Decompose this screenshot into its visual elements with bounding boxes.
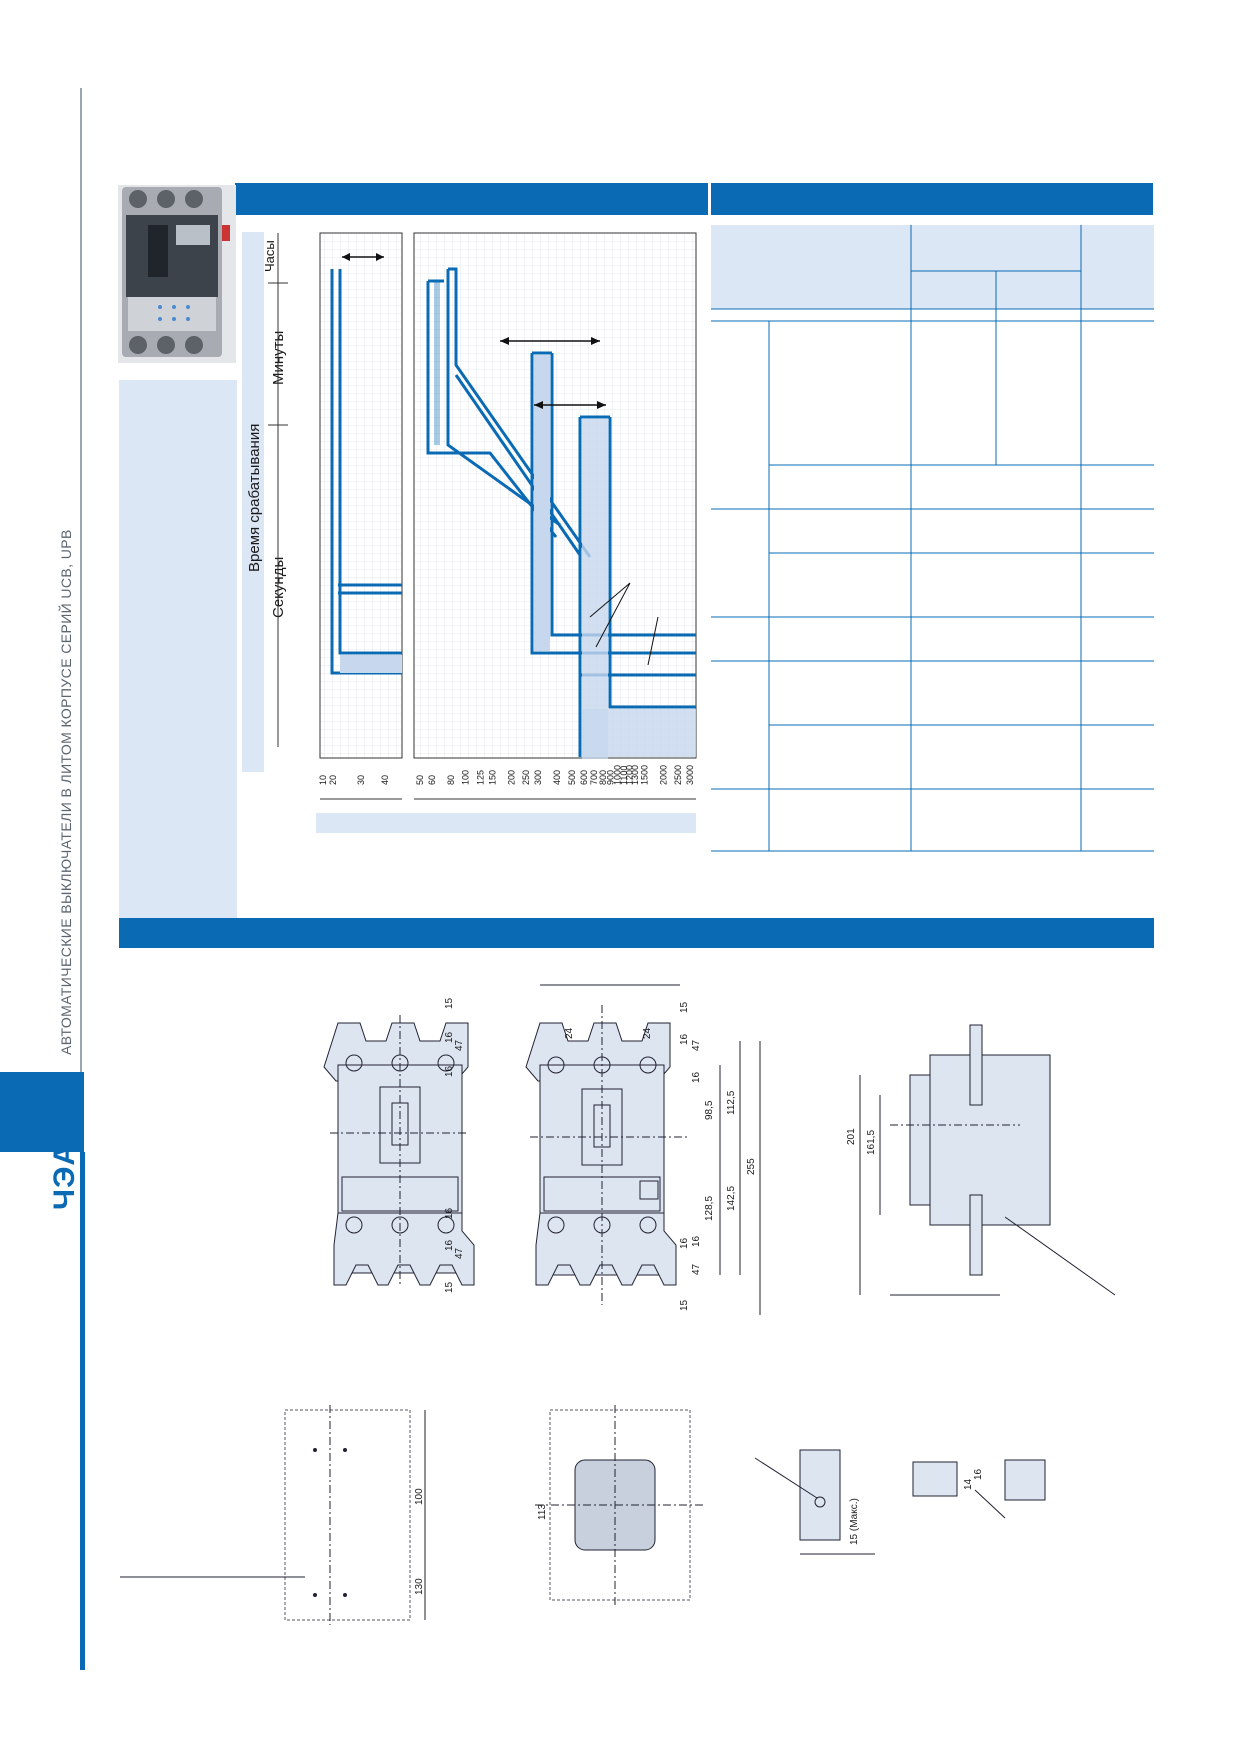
left-margin-rule bbox=[80, 88, 82, 1668]
header-bar-left bbox=[235, 183, 708, 215]
dim-label: 15 bbox=[444, 997, 455, 1009]
dim-label: 15 (Макс.) bbox=[849, 1498, 860, 1545]
drawing-cutout-b: 113 bbox=[535, 1405, 705, 1605]
drawing-front-right: 15 16 47 24 24 16 98,5 112,5 255 128,5 1… bbox=[525, 984, 761, 1315]
dim-label: 24 bbox=[564, 1027, 575, 1039]
x-tick-label: 2500 bbox=[673, 765, 683, 785]
x-tick-label: 1100 bbox=[619, 766, 629, 785]
dim-label: 130 bbox=[414, 1578, 425, 1595]
dim-label: 47 bbox=[691, 1263, 702, 1275]
dim-label: 112,5 bbox=[726, 1090, 737, 1115]
header-bar-right bbox=[711, 183, 1153, 215]
dim-label: 201 bbox=[846, 1128, 857, 1145]
x-tick-label: 80 bbox=[446, 775, 456, 785]
dim-label: 16 bbox=[691, 1235, 702, 1247]
x-tick-label: 500 bbox=[567, 770, 577, 785]
dim-label: 15 bbox=[679, 1001, 690, 1013]
x-tick-label: 50 bbox=[415, 775, 425, 785]
dim-label: 16 bbox=[679, 1033, 690, 1045]
x-tick-label: 150 bbox=[487, 770, 497, 785]
x-tick-label: 40 bbox=[380, 775, 390, 785]
dim-label: 47 bbox=[454, 1039, 465, 1051]
breaker-photo bbox=[118, 185, 236, 363]
dim-label: 16 bbox=[679, 1237, 690, 1249]
x-tick-label: 1200 bbox=[625, 765, 635, 785]
x-tick-label: 1300 bbox=[630, 765, 640, 785]
x-tick-label: 200 bbox=[506, 770, 516, 785]
dim-label: 16 bbox=[691, 1071, 702, 1083]
x-tick-label: 100 bbox=[461, 770, 471, 785]
x-tick-label: 20 bbox=[328, 775, 338, 785]
x-tick-label: 1500 bbox=[639, 765, 649, 785]
x-tick-label: 10 bbox=[318, 775, 328, 785]
section-bar bbox=[119, 918, 1154, 948]
side-panel bbox=[119, 380, 237, 918]
x-tick-label: 700 bbox=[589, 770, 599, 785]
logo-band bbox=[0, 1072, 84, 1152]
x-tick-label: 30 bbox=[356, 775, 366, 785]
x-axis-label-bar bbox=[316, 813, 696, 833]
dim-label: 47 bbox=[691, 1039, 702, 1051]
x-tick-label: 60 bbox=[427, 775, 437, 785]
spec-table bbox=[711, 225, 1154, 852]
grid-right bbox=[413, 232, 697, 759]
logo-underline bbox=[80, 1152, 85, 1670]
x-tick-label: 800 bbox=[598, 770, 608, 785]
dim-label: 24 bbox=[642, 1027, 653, 1039]
x-tick-label: 300 bbox=[533, 770, 543, 785]
x-tick-label: 125 bbox=[475, 770, 485, 785]
dim-label: 255 bbox=[746, 1158, 757, 1175]
dim-label: 15 bbox=[679, 1299, 690, 1311]
axis-panel bbox=[242, 232, 264, 772]
x-tick-label: 3000 bbox=[685, 765, 695, 785]
x-tick-label: 900 bbox=[606, 770, 616, 785]
dim-label: 16 bbox=[444, 1065, 455, 1077]
dim-label: 128,5 bbox=[704, 1196, 715, 1221]
dim-label: 47 bbox=[454, 1247, 465, 1259]
x-tick-label: 400 bbox=[552, 770, 562, 785]
dim-label: 16 bbox=[444, 1207, 455, 1219]
dim-label: 16 bbox=[444, 1239, 455, 1251]
drawing-front-left: 15 16 47 16 16 16 47 15 bbox=[323, 997, 475, 1293]
drawing-cutout-a: 100 130 bbox=[120, 1405, 426, 1625]
x-tick-label: 600 bbox=[579, 770, 589, 785]
x-ticks-left: 10 20 30 40 bbox=[318, 775, 390, 785]
side-title: АВТОМАТИЧЕСКИЕ ВЫКЛЮЧАТЕЛИ В ЛИТОМ КОРПУ… bbox=[58, 529, 74, 1055]
x-tick-label: 250 bbox=[521, 770, 531, 785]
dim-label: 16 bbox=[444, 1031, 455, 1043]
x-tick-label: 1000 bbox=[613, 765, 623, 785]
dim-label: 98,5 bbox=[704, 1100, 715, 1120]
x-tick-label: 2000 bbox=[658, 765, 668, 785]
dim-label: 113 bbox=[537, 1504, 548, 1520]
drawing-terminal: 15 (Макс.) 14 16 bbox=[754, 1449, 1046, 1555]
dim-label: 16 bbox=[973, 1468, 984, 1480]
dim-label: 14 bbox=[963, 1478, 974, 1490]
drawing-side: 201 161,5 bbox=[846, 1024, 1116, 1296]
dim-label: 142,5 bbox=[726, 1186, 737, 1211]
dim-label: 100 bbox=[414, 1488, 425, 1505]
dim-label: 15 bbox=[444, 1281, 455, 1293]
brand-logo: ЧЭАЗ bbox=[48, 1123, 81, 1210]
dim-label: 161,5 bbox=[866, 1130, 877, 1155]
